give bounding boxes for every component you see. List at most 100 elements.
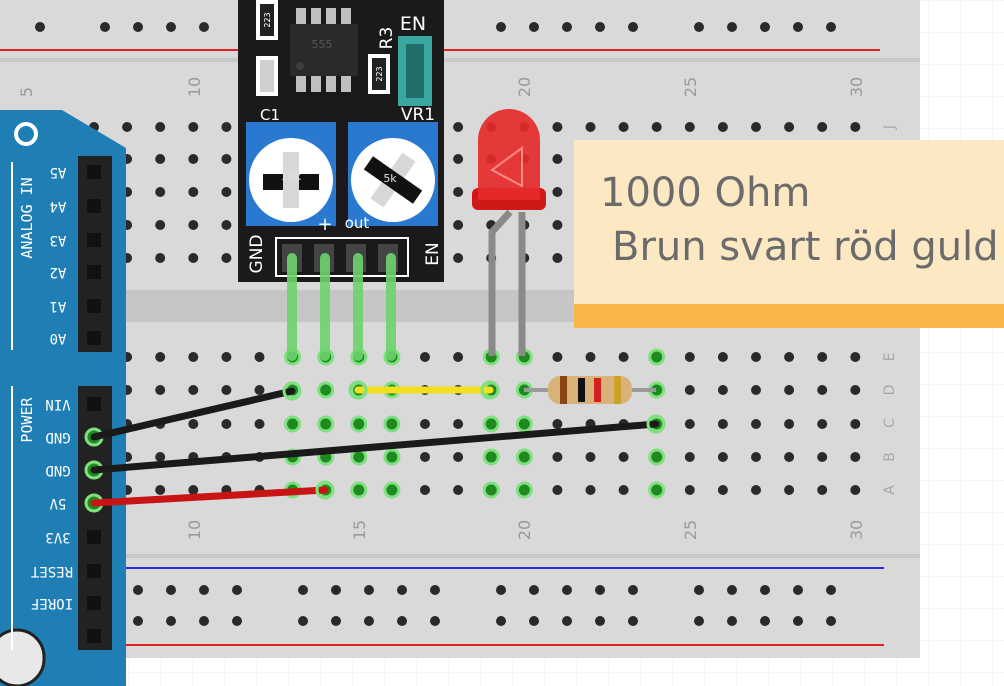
power-pin-label: RESET — [30, 563, 73, 579]
header-pin — [87, 564, 101, 578]
breadboard-hole — [420, 485, 430, 495]
breadboard-hole — [784, 352, 795, 362]
power-pin-label: VIN — [45, 396, 70, 412]
breadboard-hole — [694, 585, 704, 595]
pin-gnd-label: GND — [247, 235, 267, 274]
breadboard-hole — [585, 452, 596, 462]
header-pin — [87, 165, 101, 179]
wire-end — [348, 380, 368, 400]
header-pin — [87, 596, 101, 610]
breadboard-hole — [817, 485, 828, 495]
breadboard-hole — [188, 253, 199, 263]
breadboard-hole — [166, 616, 176, 626]
column-number-top-10: 10 — [185, 77, 204, 97]
wires — [90, 386, 660, 507]
row-letter-E: E — [882, 353, 898, 362]
breadboard-hole — [232, 616, 242, 626]
breadboard-hole — [232, 585, 242, 595]
power-pin-label: GND — [45, 429, 70, 445]
analog-in-title: ANALOG IN — [18, 177, 36, 258]
breadboard-hole — [529, 585, 539, 595]
breadboard-hole — [155, 452, 166, 462]
breadboard-hole — [595, 585, 605, 595]
column-number-top-20: 20 — [515, 77, 534, 97]
breadboard-hole — [628, 585, 638, 595]
breadboard-hole — [751, 485, 761, 495]
timer-module: 223 C1 555 R3 223 EN VR1 — [238, 0, 444, 282]
breadboard-hole — [221, 253, 232, 263]
chip-555: 555 — [290, 8, 358, 92]
breadboard-hole — [850, 452, 861, 462]
column-number-bottom-10: 10 — [185, 520, 204, 540]
breadboard-hole — [155, 154, 166, 164]
note-color-code: Brun svart röd guld — [612, 224, 999, 270]
breadboard-hole — [595, 616, 605, 626]
breadboard-hole — [420, 352, 430, 362]
smd-resistor-value-top: 223 — [263, 12, 272, 27]
vr1-label: VR1 — [401, 105, 435, 125]
breadboard-hole — [760, 616, 770, 626]
breadboard-hole — [751, 385, 761, 395]
breadboard-hole — [552, 122, 563, 132]
power-pin-label: GND — [45, 462, 70, 478]
breadboard-hole — [383, 481, 401, 499]
breadboard-hole — [155, 122, 166, 132]
row-letter-D: D — [882, 385, 898, 396]
pin-header-outline — [275, 237, 409, 277]
breadboard-hole — [850, 352, 861, 362]
breadboard-hole — [453, 220, 464, 230]
breadboard-hole — [133, 616, 143, 626]
breadboard-hole — [453, 154, 464, 164]
breadboard-hole — [817, 385, 828, 395]
chip-label: 555 — [312, 38, 333, 51]
breadboard-hole — [751, 419, 761, 429]
breadboard-hole — [420, 452, 430, 462]
breadboard-hole — [717, 122, 728, 132]
breadboard-hole — [166, 22, 176, 32]
breadboard-hole — [453, 452, 464, 462]
analog-pin-label: A5 — [50, 164, 67, 180]
breadboard-hole — [133, 22, 143, 32]
breadboard-hole — [254, 419, 265, 429]
potentiometer-right: 5k — [348, 122, 438, 226]
breadboard-hole — [648, 448, 666, 466]
breadboard-hole — [552, 154, 563, 164]
breadboard-hole — [383, 415, 401, 433]
red-wire — [90, 486, 329, 507]
arduino-board: ANALOG IN POWER A5A4A3A2A1A0VINGNDGND5V3… — [0, 110, 126, 686]
breadboard-hole — [221, 122, 232, 132]
breadboard-hole — [562, 616, 572, 626]
column-number-bottom-25: 25 — [681, 520, 700, 540]
breadboard-hole — [221, 220, 232, 230]
breadboard-hole — [552, 187, 563, 197]
breadboard-hole — [35, 22, 45, 32]
breadboard-hole — [651, 122, 662, 132]
breadboard-hole — [618, 485, 629, 495]
breadboard-hole — [618, 452, 629, 462]
breadboard-hole — [188, 187, 199, 197]
breadboard-hole — [221, 187, 232, 197]
breadboard-hole — [552, 419, 563, 429]
breadboard-hole — [684, 385, 695, 395]
breadboard-hole — [727, 616, 737, 626]
power-jack — [0, 628, 46, 686]
breadboard-hole — [850, 385, 861, 395]
module-legs — [287, 253, 396, 361]
breadboard-hole — [453, 419, 464, 429]
breadboard-hole — [453, 485, 464, 495]
breadboard-hole — [552, 352, 563, 362]
header-pin — [87, 530, 101, 544]
breadboard-hole — [199, 585, 209, 595]
breadboard-hole — [317, 381, 335, 399]
breadboard-hole — [350, 481, 368, 499]
breadboard-hole — [784, 385, 795, 395]
breadboard-hole — [496, 22, 506, 32]
header-pin — [87, 397, 101, 411]
breadboard-hole — [482, 415, 500, 433]
en-top-label: EN — [400, 13, 426, 35]
breadboard-hole — [364, 616, 374, 626]
row-letter-A: A — [882, 485, 898, 495]
pin-plus-label: + — [317, 214, 332, 235]
arduino-mount-hole — [14, 122, 38, 146]
